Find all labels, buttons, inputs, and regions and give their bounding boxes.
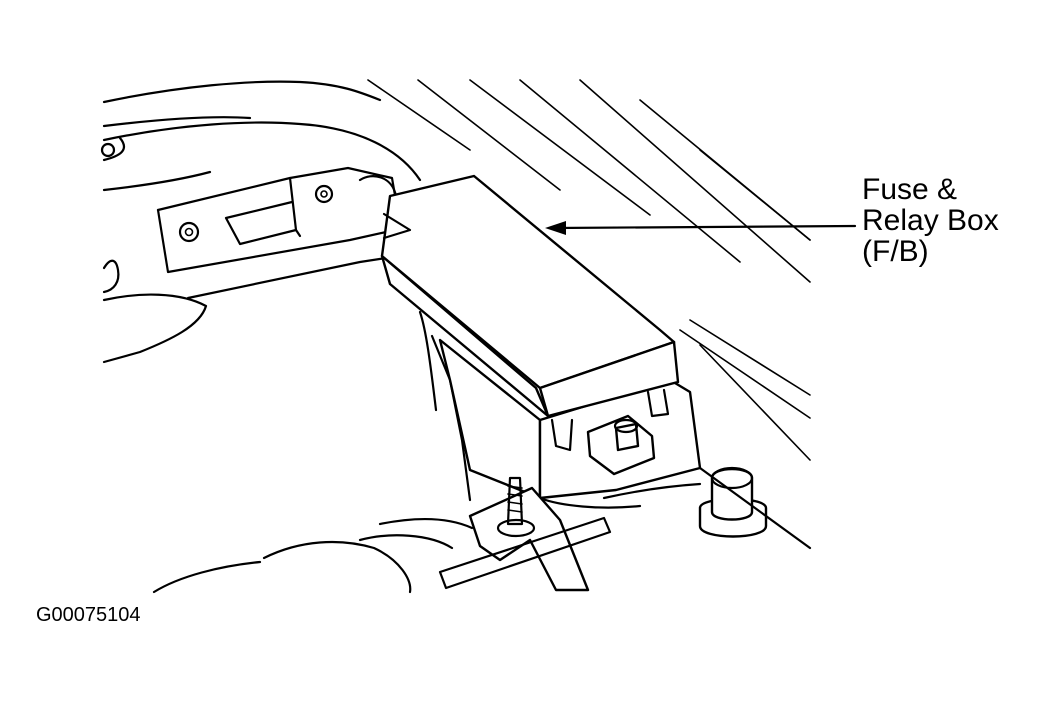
left-hose — [102, 259, 208, 364]
lower-body — [538, 466, 812, 550]
fuse-relay-box — [380, 174, 702, 500]
leader-arrowhead — [545, 221, 566, 235]
harness-bracket — [152, 476, 612, 594]
fender-hatching — [367, 79, 811, 461]
callout-label: Fuse & Relay Box (F/B) — [862, 174, 999, 267]
mounting-bracket — [156, 166, 404, 300]
post-bolt — [698, 466, 768, 538]
figure-id: G00075104 — [36, 604, 141, 626]
strut-tower — [100, 80, 422, 192]
callout-line-3: (F/B) — [862, 235, 929, 268]
callout-line-1: Fuse & — [862, 173, 958, 206]
callout-line-2: Relay Box — [862, 204, 999, 237]
callout-leader — [545, 221, 857, 235]
